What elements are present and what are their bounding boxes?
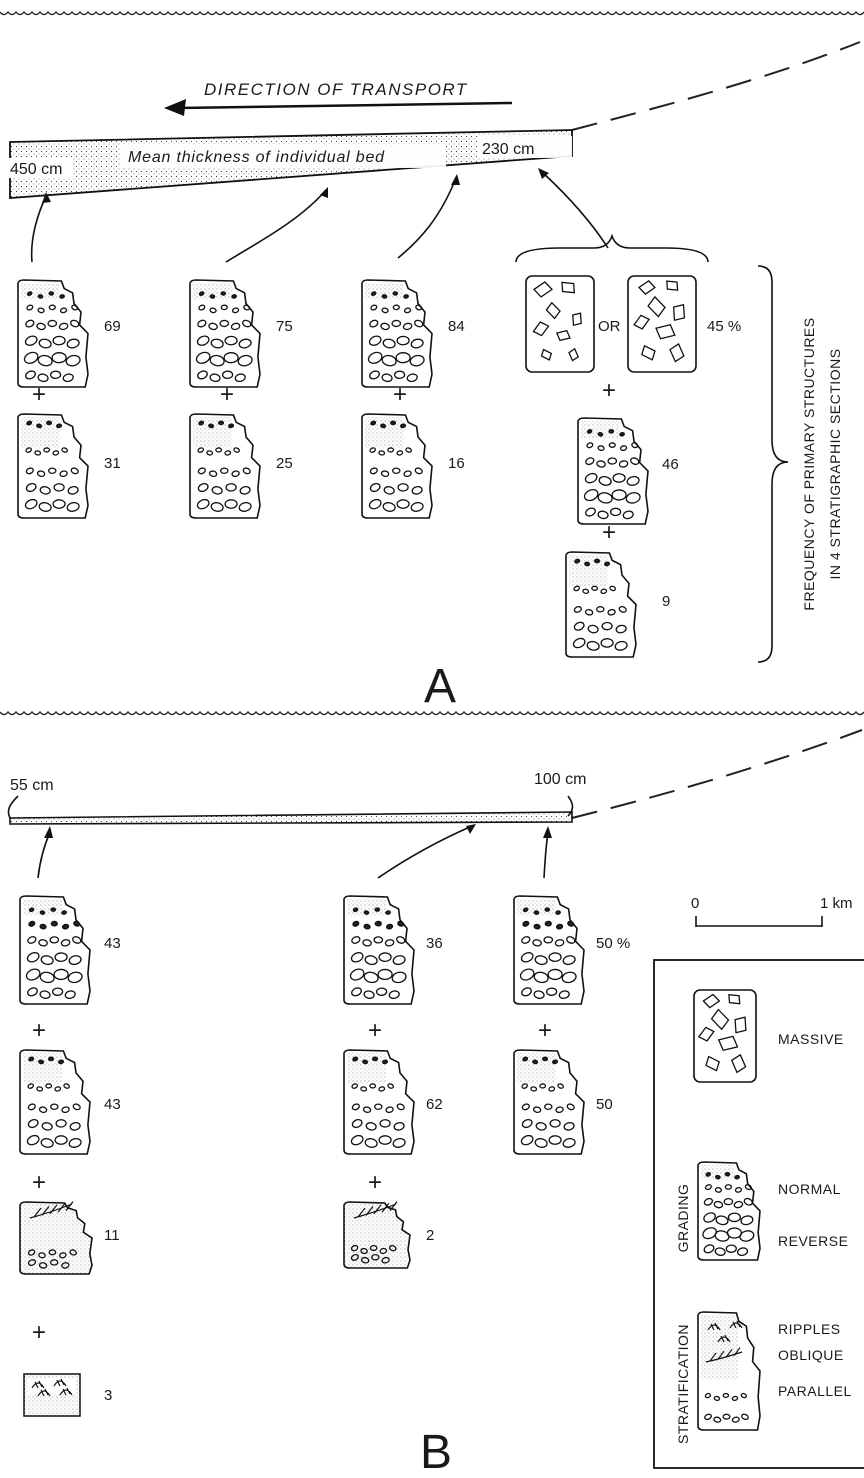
legend-normal: NORMAL bbox=[778, 1181, 841, 1197]
plus-sign: + bbox=[32, 381, 46, 408]
facies-symbol-parallel bbox=[17, 413, 89, 519]
pct-a3-parallel: 16 bbox=[448, 455, 465, 472]
frequency-brace bbox=[757, 265, 789, 663]
facies-symbol-parallel bbox=[565, 551, 637, 658]
facies-symbol-parallel bbox=[19, 1049, 91, 1155]
pct-a1-parallel: 31 bbox=[104, 455, 121, 472]
facies-symbol-graded-fine bbox=[343, 895, 415, 1005]
transport-arrow bbox=[164, 99, 513, 116]
plus-sign: + bbox=[368, 1169, 382, 1196]
legend-stratification: STRATIFICATION bbox=[675, 1324, 691, 1444]
facies-symbol-graded bbox=[697, 1161, 761, 1261]
transport-label: DIRECTION OF TRANSPORT bbox=[204, 80, 468, 99]
plus-sign: + bbox=[32, 1169, 46, 1196]
pct-a1-graded: 69 bbox=[104, 318, 121, 335]
facies-symbol-graded bbox=[577, 417, 649, 525]
panel-b: 55 cm 100 cm 43 + 43 + 11 + 3 bbox=[0, 710, 864, 1478]
facies-symbol-parallel bbox=[189, 413, 261, 519]
wavy-boundary-top bbox=[0, 10, 864, 16]
pct-a3-graded: 84 bbox=[448, 318, 465, 335]
pct-b3-parallel: 50 bbox=[596, 1096, 613, 1113]
plus-sign: + bbox=[602, 377, 616, 404]
bed-projection-dashed bbox=[571, 41, 861, 131]
legend-ripples: RIPPLES bbox=[778, 1321, 841, 1337]
plus-sign: + bbox=[602, 519, 616, 546]
group-brace-a bbox=[515, 233, 709, 263]
pct-a4-massive: 45 % bbox=[707, 318, 741, 335]
column-b2: 36 + 62 + 2 bbox=[343, 895, 443, 1269]
frequency-label-1: FREQUENCY OF PRIMARY STRUCTURES bbox=[801, 317, 817, 610]
facies-symbol-massive2 bbox=[693, 989, 757, 1083]
legend-reverse: REVERSE bbox=[778, 1233, 848, 1249]
facies-symbol-massive2 bbox=[627, 275, 697, 373]
pct-b1-graded: 43 bbox=[104, 935, 121, 952]
scale-km: 1 km bbox=[820, 895, 853, 912]
pct-a4-parallel: 9 bbox=[662, 593, 670, 610]
column-a1: 69 + 31 bbox=[17, 279, 121, 519]
pct-b2-oblique: 2 bbox=[426, 1227, 434, 1244]
facies-symbol-graded bbox=[361, 279, 433, 388]
pct-b1-ripples: 3 bbox=[104, 1387, 112, 1404]
column-a2: 75 + 25 bbox=[189, 279, 293, 519]
facies-symbol-parallel bbox=[343, 1049, 415, 1155]
pct-b1-oblique: 11 bbox=[104, 1227, 120, 1244]
thickness-55: 55 cm bbox=[10, 777, 54, 794]
panel-label-a: A bbox=[424, 660, 456, 713]
legend-massive: MASSIVE bbox=[778, 1031, 844, 1047]
facies-symbol-massive bbox=[525, 275, 595, 373]
pct-b2-parallel: 62 bbox=[426, 1096, 443, 1113]
facies-symbol-oblique bbox=[343, 1201, 411, 1269]
pct-a4-graded: 46 bbox=[662, 456, 679, 473]
legend-oblique: OBLIQUE bbox=[778, 1347, 844, 1363]
facies-symbol-parallel bbox=[513, 1049, 585, 1155]
legend: MASSIVE GRADING NORMAL REVERSE STRATIFIC… bbox=[653, 959, 864, 1469]
column-b3: 50 % + 50 bbox=[513, 895, 630, 1155]
arrowheads-a bbox=[42, 168, 549, 203]
facies-symbol-strat-legend bbox=[697, 1311, 761, 1431]
sample-arrows-a bbox=[30, 171, 609, 263]
facies-symbol-graded bbox=[189, 279, 261, 388]
wavy-boundary-middle bbox=[0, 710, 864, 716]
facies-symbol-graded-fine bbox=[19, 895, 91, 1005]
pct-b3-graded: 50 % bbox=[596, 935, 630, 952]
or-label: OR bbox=[598, 318, 621, 335]
facies-symbol-parallel bbox=[361, 413, 433, 519]
legend-grading: GRADING bbox=[675, 1184, 691, 1253]
facies-symbol-oblique bbox=[19, 1201, 93, 1275]
plus-sign: + bbox=[220, 381, 234, 408]
thickness-450: 450 cm bbox=[10, 161, 62, 178]
sample-arrows-b bbox=[7, 795, 574, 879]
thickness-230: 230 cm bbox=[482, 141, 534, 158]
arrowheads-b bbox=[44, 824, 552, 838]
thickness-100: 100 cm bbox=[534, 771, 586, 788]
column-a3: 84 + 16 bbox=[361, 279, 465, 519]
column-b1: 43 + 43 + 11 + 3 bbox=[19, 895, 121, 1417]
scale-bar: 0 1 km bbox=[691, 895, 853, 927]
frequency-label-2: IN 4 STRATIGRAPHIC SECTIONS bbox=[827, 348, 843, 579]
pct-a2-parallel: 25 bbox=[276, 455, 293, 472]
panel-label-b: B bbox=[420, 1426, 452, 1478]
plus-sign: + bbox=[393, 381, 407, 408]
plus-sign: + bbox=[538, 1017, 552, 1044]
facies-symbol-graded bbox=[17, 279, 89, 388]
plus-sign: + bbox=[368, 1017, 382, 1044]
thickness-caption: Mean thickness of individual bed bbox=[128, 149, 385, 166]
scale-zero: 0 bbox=[691, 895, 699, 912]
legend-parallel: PARALLEL bbox=[778, 1383, 852, 1399]
bed-wedge-b bbox=[9, 811, 573, 825]
bed-projection-dashed-b bbox=[571, 729, 863, 819]
plus-sign: + bbox=[32, 1319, 46, 1346]
column-a4: OR 45 % + 46 + 9 bbox=[525, 275, 741, 658]
panel-a: DIRECTION OF TRANSPORT 450 cm Mean thick… bbox=[0, 10, 864, 713]
pct-b2-graded: 36 bbox=[426, 935, 443, 952]
facies-symbol-graded-fine bbox=[513, 895, 585, 1005]
plus-sign: + bbox=[32, 1017, 46, 1044]
facies-symbol-ripples bbox=[23, 1373, 81, 1417]
pct-a2-graded: 75 bbox=[276, 318, 293, 335]
pct-b1-parallel: 43 bbox=[104, 1096, 121, 1113]
